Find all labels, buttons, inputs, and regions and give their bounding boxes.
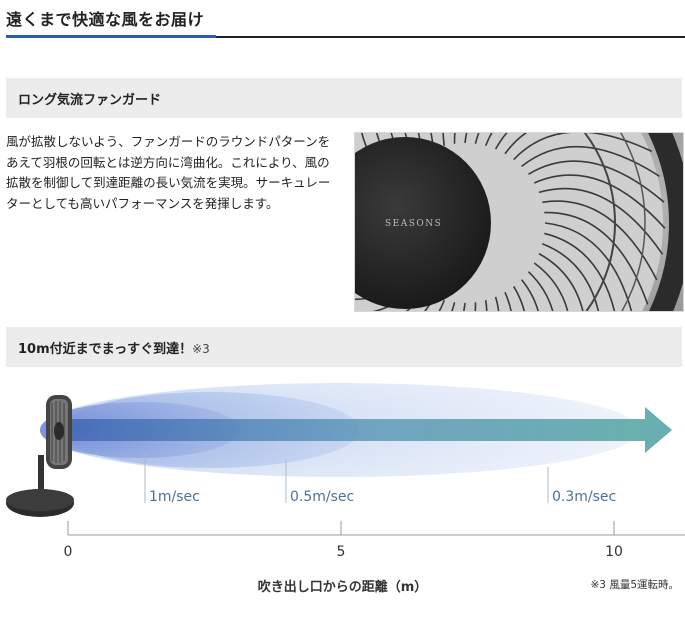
fan-guard-spoke <box>533 174 666 229</box>
fan-guard-spoke <box>538 187 664 255</box>
fan-guard-photo: SEASONS <box>354 132 684 312</box>
speed-label-3: 0.3m/sec <box>552 489 616 505</box>
section-header-fanguard: ロング気流ファンガード <box>6 78 682 118</box>
fanguard-description: 風が拡散しないよう、ファンガードのラウンドパターンをあえて羽根の回転とは逆方向に… <box>6 134 331 211</box>
title-divider <box>6 36 685 38</box>
footnote: ※3 風量5運転時。 <box>590 579 680 591</box>
section-heading: ロング気流ファンガード <box>18 93 162 108</box>
fan-guard-spoke <box>504 291 512 311</box>
fan-guard-spoke <box>520 279 539 311</box>
fan-guard-spoke <box>504 133 528 155</box>
section-header-reach: 10m付近までまっすぐ到達！※3 <box>6 327 682 367</box>
fan-guard-spoke <box>542 200 658 281</box>
fan-icon <box>6 395 74 517</box>
fan-guard-spoke <box>538 252 584 311</box>
section-heading-text: 10m付近までまっすぐ到達！ <box>18 342 193 357</box>
axis-tick-5: 5 <box>337 544 346 560</box>
fan-guard-spoke <box>513 286 525 311</box>
fan-guard-spoke <box>494 133 508 150</box>
axis-label: 吹き出し口からの距離（m） <box>257 580 428 595</box>
brand-logo: SEASONS <box>385 219 442 229</box>
axis-tick-0: 0 <box>64 544 73 560</box>
section-heading-note: ※3 <box>192 342 210 356</box>
fan-guard-spoke <box>521 145 660 178</box>
speed-label-1: 1m/sec <box>149 489 200 505</box>
speed-label-2: 0.5m/sec <box>290 489 354 505</box>
fan-guard-spoke <box>544 222 633 311</box>
fan-guard-spoke <box>544 232 616 311</box>
fan-guard-spoke <box>513 133 653 161</box>
airflow-graphic: 1m/sec 0.5m/sec 0.3m/sec 0 5 10 <box>6 383 685 560</box>
fan-guard-spoke <box>423 296 436 311</box>
fan-guard-spoke <box>541 242 600 311</box>
fan-guard-spoke <box>533 262 569 311</box>
fan-guard-spoke <box>528 160 665 203</box>
fan-guard-spoke <box>430 133 436 150</box>
title-accent-divider <box>6 35 216 38</box>
axis-tick-10: 10 <box>605 544 623 560</box>
fan-guard-illustration: SEASONS <box>355 133 683 311</box>
page-title: 遠くまで快適な風をお届け <box>6 10 205 29</box>
section-heading: 10m付近までまっすぐ到達！※3 <box>18 338 210 357</box>
fan-guard-spoke <box>527 271 554 311</box>
airflow-diagram: 1m/sec 0.5m/sec 0.3m/sec 0 5 10 <box>0 375 685 621</box>
fan-guard-spoke <box>544 211 649 305</box>
